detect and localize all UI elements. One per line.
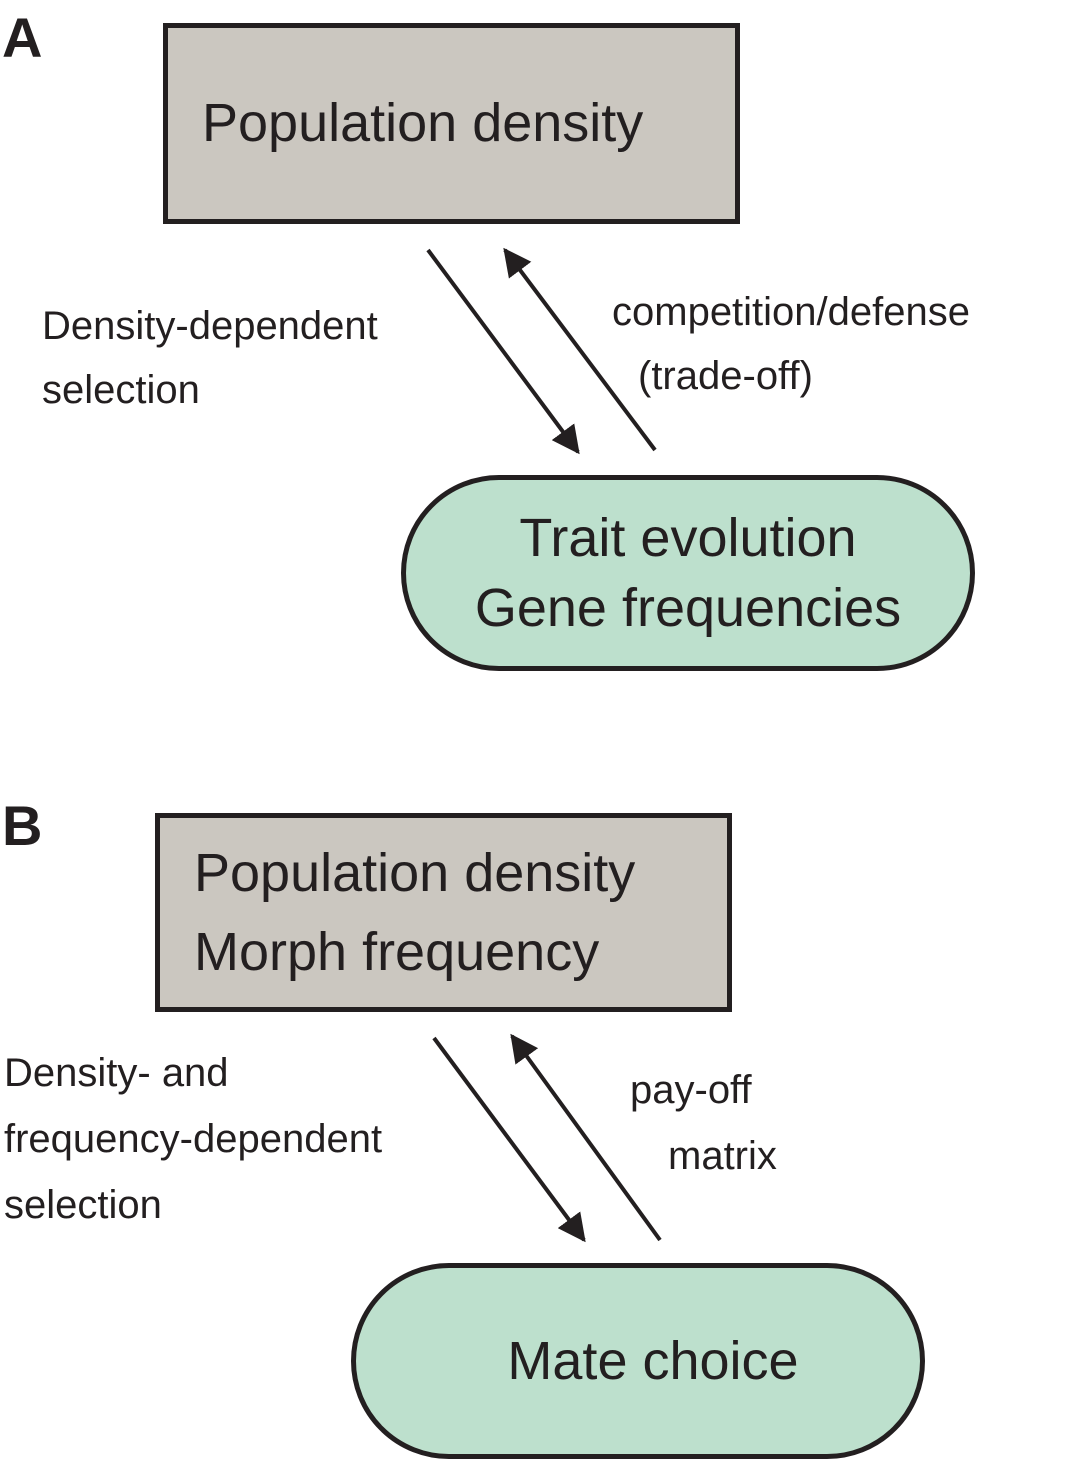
panel-b-left-label-line3: selection [4,1183,162,1227]
panel-b-pill-line1: Mate choice [507,1330,799,1391]
panel-a-right-label-line2: (trade-off) [638,354,813,398]
panel-a-left-label: Density-dependent selection [42,294,378,422]
panel-b-mate-choice-pill: Mate choice [351,1263,925,1459]
panel-b-left-label-line2: frequency-dependent [4,1117,383,1161]
panel-b-left-label: Density- and frequency-dependent selecti… [4,1040,382,1238]
panel-a-left-label-line2: selection [42,368,200,412]
panel-a-right-label-line1: competition/defense [612,290,971,334]
panel-b-right-label-line2: matrix [668,1134,777,1178]
panel-a-right-label: competition/defense (trade-off) [612,280,970,408]
panel-b-population-density-box: Population density Morph frequency [155,813,732,1012]
panel-a-pill-line1: Trait evolution [519,507,857,568]
panel-b-left-label-line1: Density- and [4,1051,229,1095]
panel-b-right-label: pay-off matrix [630,1057,777,1189]
panel-a-letter: A [2,6,43,69]
panel-b-right-label-line1: pay-off [630,1068,752,1112]
panel-a-down-arrow [426,248,580,455]
panel-b-down-arrow [432,1036,586,1243]
panel-a-pill-line2: Gene frequencies [474,578,902,638]
panel-a-left-label-line1: Density-dependent [42,304,378,348]
panel-a-box-line1: Population density [202,93,644,153]
panel-b-box-line1: Population density [194,843,636,904]
panel-a-trait-evolution-pill: Trait evolution Gene frequencies [401,475,975,671]
panel-a-population-density-box: Population density [163,23,740,224]
panel-b-letter: B [2,794,43,857]
panel-b-box-line2: Morph frequency [194,921,600,982]
